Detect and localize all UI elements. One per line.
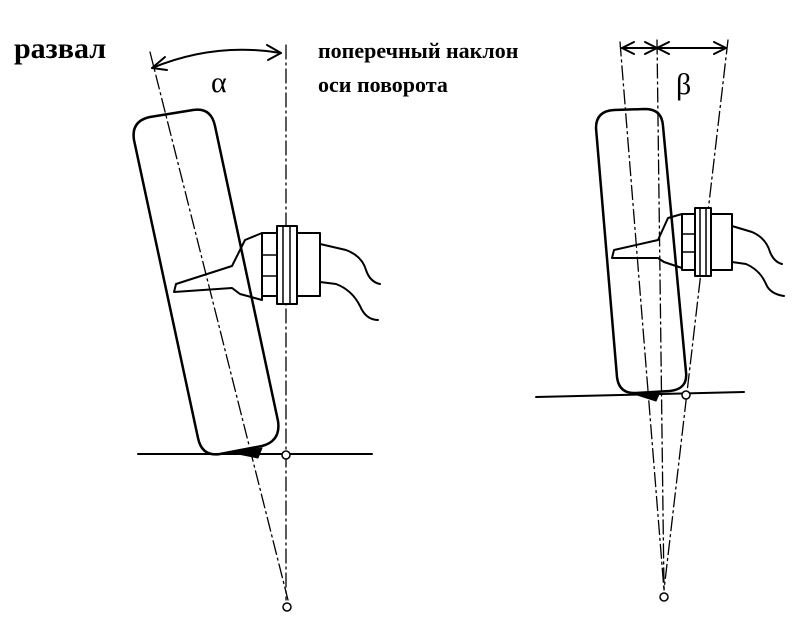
- beta-angle-label: β: [676, 68, 692, 101]
- left-wheel: [132, 108, 280, 456]
- kingpin-label-line-1: поперечный наклон: [318, 38, 519, 63]
- right-bottom-point: [659, 592, 669, 602]
- kingpin-label-line-2: оси поворота: [318, 72, 448, 97]
- right-kingpin-axis: [663, 39, 729, 591]
- camber-label: развал: [14, 32, 107, 65]
- left-contact-patch: [227, 447, 263, 459]
- right-knuckle-inner: [694, 207, 712, 277]
- right-ground-point: [681, 390, 691, 400]
- left-bottom-point: [282, 602, 292, 612]
- kingpin-inclination-label: поперечный наклон оси поворота: [318, 34, 518, 102]
- right-vertical-line: [656, 39, 665, 591]
- right-suspension-arm: [731, 225, 785, 297]
- beta-arrow-right: [713, 41, 727, 55]
- alpha-arrow-left: [151, 56, 168, 71]
- alpha-angle-label: α: [211, 66, 227, 99]
- beta-arrow-mid: [644, 41, 670, 55]
- kingpin-figure: [535, 39, 785, 602]
- camber-figure: [132, 44, 381, 612]
- left-knuckle-inner: [276, 225, 298, 305]
- right-wheel-center-line: [619, 41, 665, 591]
- alpha-arrow-right: [266, 44, 282, 61]
- alpha-arc: [151, 48, 282, 69]
- beta-arrow-left: [621, 41, 635, 55]
- right-wheel: [594, 107, 688, 395]
- left-ground-point: [281, 450, 291, 460]
- left-wheel-center-line: [149, 51, 289, 601]
- right-contact-patch: [633, 391, 661, 402]
- left-suspension-arm: [319, 243, 381, 321]
